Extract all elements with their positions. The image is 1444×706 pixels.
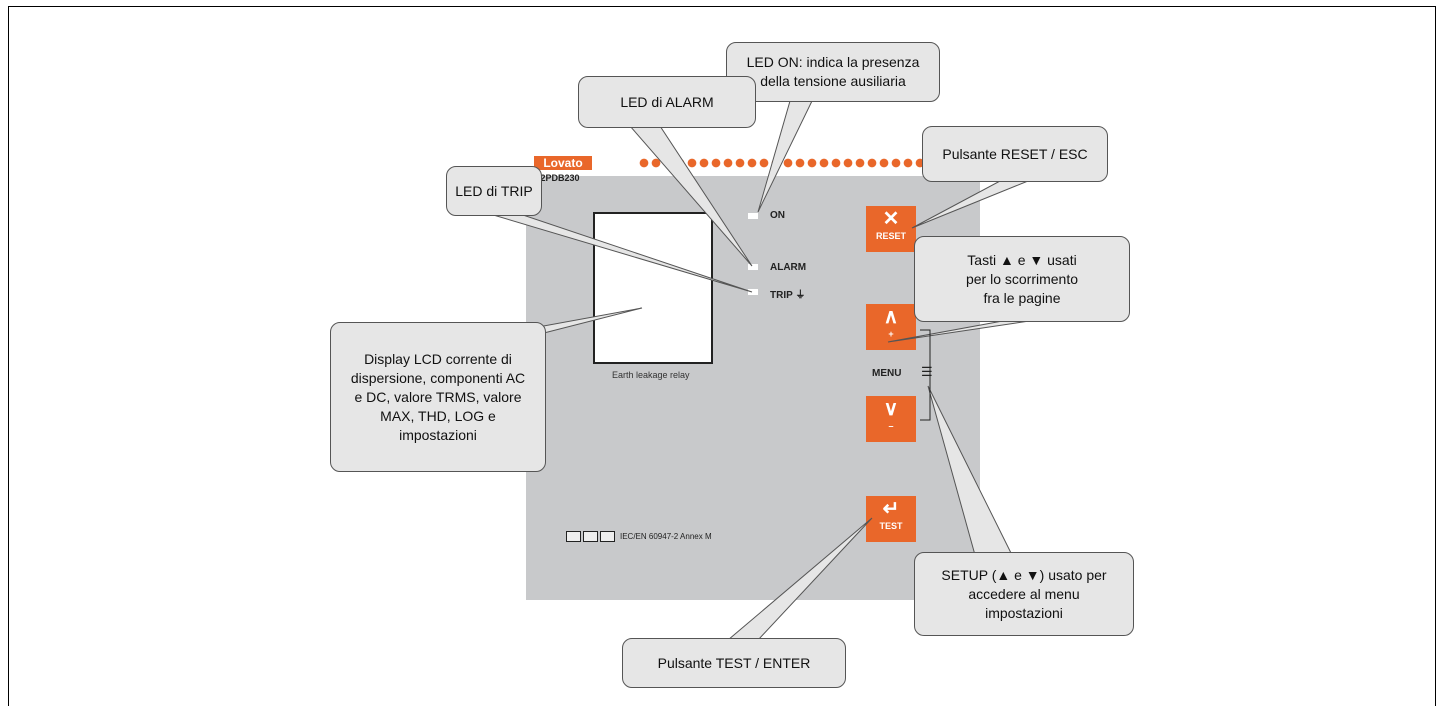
certification-marks: IEC/EN 60947-2 Annex M	[566, 531, 712, 542]
reset-button[interactable]: ✕ RESET	[866, 206, 916, 252]
down-button-label: –	[888, 421, 894, 431]
pointer-reset	[911, 180, 1029, 229]
pointer-setup	[927, 385, 1013, 556]
led-on-indicator	[748, 213, 758, 219]
led-trip-indicator	[748, 289, 758, 295]
pointer-scroll	[887, 319, 1037, 343]
reset-button-label: RESET	[875, 231, 906, 241]
led-on-label: ON	[770, 210, 785, 221]
dc-symbol-icon	[583, 531, 598, 542]
enter-icon: ↵	[882, 498, 900, 520]
up-button-label: +	[888, 329, 894, 339]
decorative-dot-row	[638, 157, 928, 169]
test-button[interactable]: ↵ TEST	[866, 496, 916, 542]
ac-symbol-icon	[566, 531, 581, 542]
led-alarm-indicator	[748, 264, 758, 270]
callout-led-trip: LED di TRIP	[446, 166, 542, 216]
callout-setup: SETUP (▲ e ▼) usato per accedere al menu…	[914, 552, 1134, 636]
menu-icon: ☰	[921, 364, 933, 379]
pointer-test	[726, 517, 873, 641]
certification-text: IEC/EN 60947-2 Annex M	[620, 532, 712, 541]
pointer-led-alarm	[628, 125, 753, 267]
callout-test-enter: Pulsante TEST / ENTER	[622, 638, 846, 688]
lcd-display	[593, 212, 713, 364]
led-alarm-label: ALARM	[770, 262, 807, 273]
callout-reset-esc: Pulsante RESET / ESC	[922, 126, 1108, 182]
model-number: M2PDB230	[533, 173, 580, 183]
chevron-down-icon: ∨	[883, 398, 899, 420]
pointer-led-trip	[489, 213, 753, 293]
callout-led-alarm: LED di ALARM	[578, 76, 756, 128]
diagram-frame	[8, 6, 1436, 706]
pointer-led-on	[757, 100, 813, 213]
led-trip-label: TRIP ⏚	[770, 290, 806, 301]
callout-lcd-display: Display LCD corrente di dispersione, com…	[330, 322, 546, 472]
brand-logo: Lovato	[534, 156, 592, 170]
lcd-caption: Earth leakage relay	[612, 370, 690, 380]
callout-led-on: LED ON: indica la presenza della tension…	[726, 42, 940, 102]
down-button[interactable]: ∨ –	[866, 396, 916, 442]
test-button-label: TEST	[879, 521, 903, 531]
menu-bracket	[920, 329, 931, 421]
type-b-symbol-icon	[600, 531, 615, 542]
chevron-up-icon: ∧	[883, 306, 899, 328]
callout-scroll-keys: Tasti ▲ e ▼ usati per lo scorrimento fra…	[914, 236, 1130, 322]
close-icon: ✕	[882, 208, 900, 230]
up-button[interactable]: ∧ +	[866, 304, 916, 350]
menu-label: MENU	[872, 368, 902, 379]
